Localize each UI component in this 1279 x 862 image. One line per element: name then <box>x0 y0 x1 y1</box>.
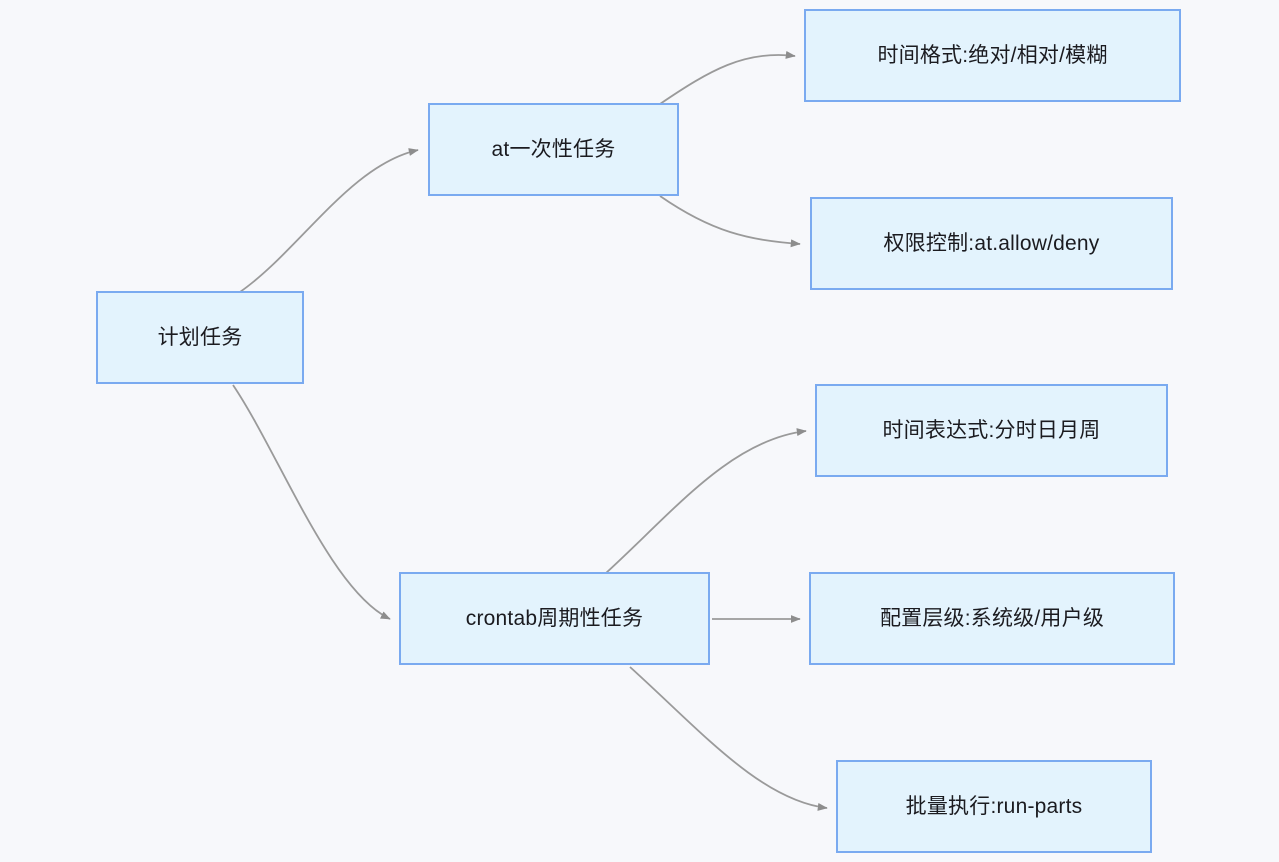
node-crontab-config-level[interactable]: 配置层级:系统级/用户级 <box>809 572 1175 665</box>
node-crontab-config-level-label: 配置层级:系统级/用户级 <box>879 606 1105 630</box>
node-root[interactable]: 计划任务 <box>96 291 304 384</box>
node-crontab-time-expression-label: 时间表达式:分时日月周 <box>882 418 1101 442</box>
node-at-time-format[interactable]: 时间格式:绝对/相对/模糊 <box>804 9 1181 102</box>
node-at-one-time-task[interactable]: at一次性任务 <box>428 103 679 196</box>
node-at-permission-control[interactable]: 权限控制:at.allow/deny <box>810 197 1173 290</box>
node-crontab-run-parts[interactable]: 批量执行:run-parts <box>836 760 1152 853</box>
node-at-label: at一次性任务 <box>491 137 616 161</box>
edge-at-to-at-1 <box>659 50 796 105</box>
node-at-time-format-label: 时间格式:绝对/相对/模糊 <box>877 43 1108 67</box>
node-crontab-periodic-task[interactable]: crontab周期性任务 <box>399 572 710 665</box>
edge-at-to-at-2 <box>659 195 801 248</box>
node-crontab-run-parts-label: 批量执行:run-parts <box>905 794 1083 818</box>
edge-crontab-to-cron-3 <box>629 666 828 811</box>
node-at-permission-control-label: 权限控制:at.allow/deny <box>883 231 1100 255</box>
edge-root-to-at <box>239 148 419 293</box>
node-crontab-time-expression[interactable]: 时间表达式:分时日月周 <box>815 384 1168 477</box>
edge-crontab-to-cron-1 <box>605 428 807 574</box>
node-root-label: 计划任务 <box>157 325 243 349</box>
node-crontab-label: crontab周期性任务 <box>465 606 644 630</box>
edge-root-to-crontab <box>232 384 391 620</box>
